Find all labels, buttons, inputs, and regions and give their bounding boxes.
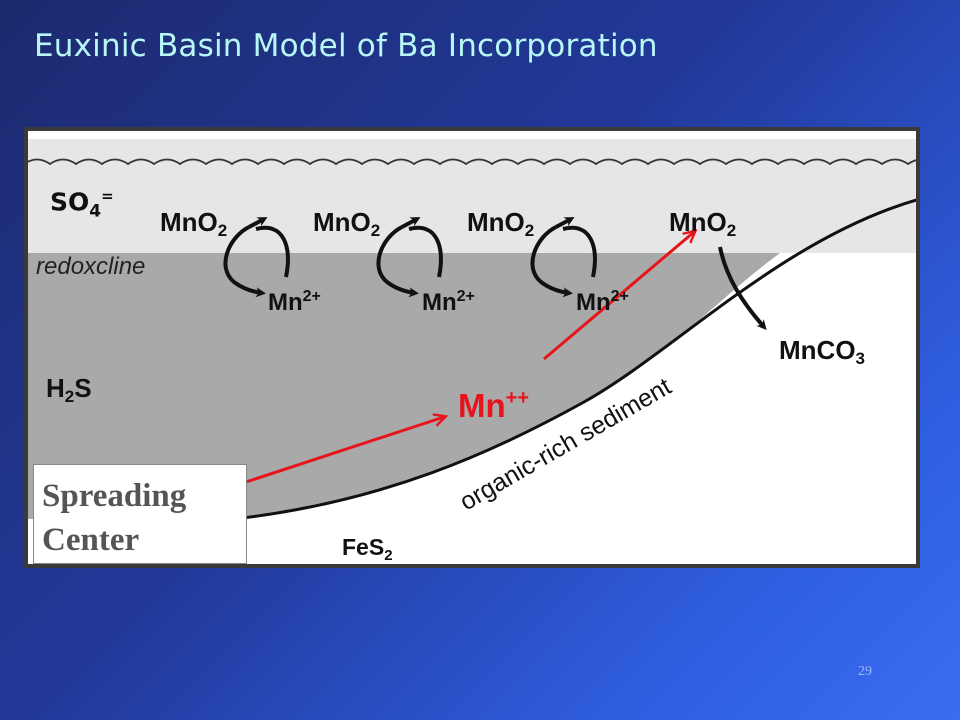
mn2-label-3: Mn2+ (576, 288, 629, 316)
mno2-label-3: MnO2 (467, 207, 534, 240)
redoxcline-label: redoxcline (36, 253, 145, 280)
mn2-label-2: Mn2+ (422, 288, 475, 316)
mno2-label-1: MnO2 (160, 207, 227, 240)
slide-number: 29 (858, 664, 872, 679)
mnco3-label: MnCO3 (779, 335, 865, 368)
redox-cycle-arrows (223, 217, 767, 331)
so4-label-box (40, 177, 152, 229)
sediment-surface (233, 197, 920, 521)
h2s-label: H2S (46, 373, 92, 406)
mn-plus-label: Mn++ (458, 387, 529, 424)
red-arrow-upper (543, 232, 694, 361)
red-arrow-lower (245, 417, 444, 484)
mn2-label-1: Mn2+ (268, 288, 321, 316)
upper-water-layer (24, 139, 920, 253)
fes2-label: FeS2 (342, 534, 393, 564)
sea-surface (24, 158, 920, 166)
figure-border (24, 127, 920, 568)
mno2-label-4: MnO2 (669, 207, 736, 240)
mno2-label-2: MnO2 (313, 207, 380, 240)
so4-label: SO4= (50, 187, 114, 222)
spreading-center-box (33, 464, 247, 564)
slide-title: Euxinic Basin Model of Ba Incorporation (34, 28, 658, 64)
spreading-center-label: Spreading Center (42, 478, 187, 558)
